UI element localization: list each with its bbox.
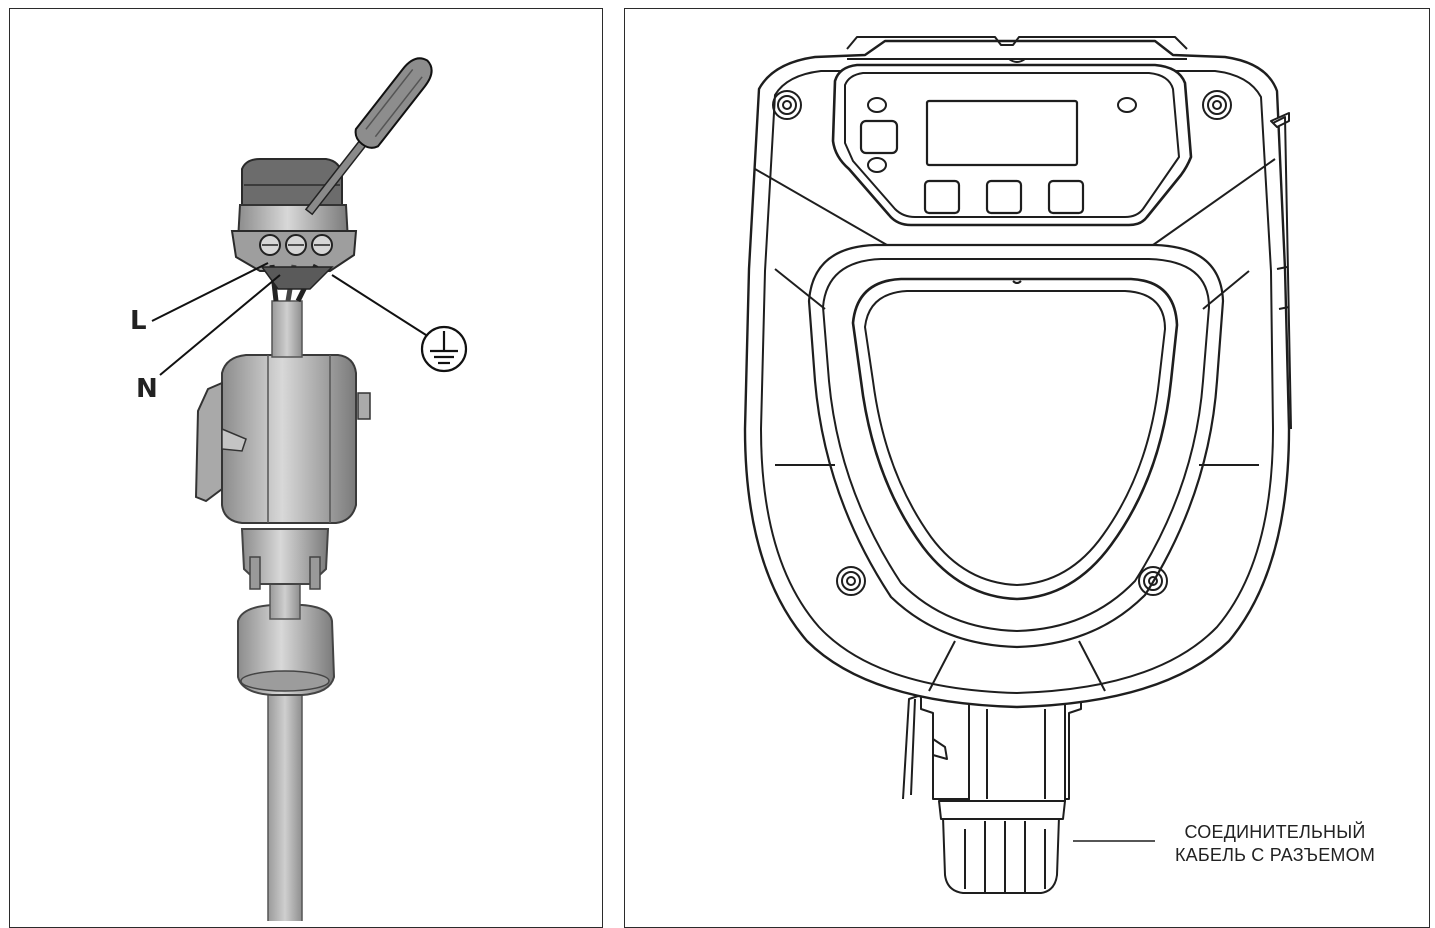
- handle-opening: [851, 277, 1179, 601]
- screwdriver: [304, 57, 433, 216]
- top-cap: [846, 36, 1188, 50]
- screw-bottom-right: [1138, 566, 1168, 596]
- neutral-leader-line: [159, 274, 281, 376]
- connector-cable-callout: СОЕДИНИТЕЛЬНЫЙ КАБЕЛЬ С РАЗЪЕМОМ: [1165, 821, 1385, 867]
- neutral-terminal-label: N: [136, 374, 158, 404]
- screw-top-right: [1202, 90, 1232, 120]
- connector-housing: [221, 354, 357, 524]
- live-leader-line: [151, 262, 269, 322]
- left-wiring-panel: L N: [9, 8, 603, 928]
- ground-leader-line: [331, 274, 427, 336]
- lcd-screen: [925, 99, 1079, 167]
- control-button-3: [1047, 179, 1085, 215]
- callout-line-2: КАБЕЛЬ С РАЗЪЕМОМ: [1174, 845, 1376, 865]
- function-button: [859, 119, 899, 155]
- cable: [267, 668, 303, 921]
- earth-ground-icon: [420, 325, 468, 373]
- control-button-2: [985, 179, 1023, 215]
- charger-front-view: [743, 36, 1292, 894]
- handle-frame: [807, 243, 1225, 649]
- callout-line-1: СОЕДИНИТЕЛЬНЫЙ: [1184, 822, 1366, 842]
- cable-connector-lower: [942, 816, 1060, 894]
- status-led: [867, 97, 887, 113]
- control-button-1: [923, 179, 961, 215]
- latch-clip: [194, 381, 223, 503]
- connector-wiring-illustration: [151, 57, 468, 921]
- right-device-panel: СОЕДИНИТЕЛЬНЫЙ КАБЕЛЬ С РАЗЪЕМОМ: [624, 8, 1430, 928]
- screw-bottom-left: [836, 566, 866, 596]
- status-led: [1117, 97, 1137, 113]
- status-led: [867, 157, 887, 173]
- screw-top-left: [772, 90, 802, 120]
- live-terminal-label: L: [130, 306, 147, 336]
